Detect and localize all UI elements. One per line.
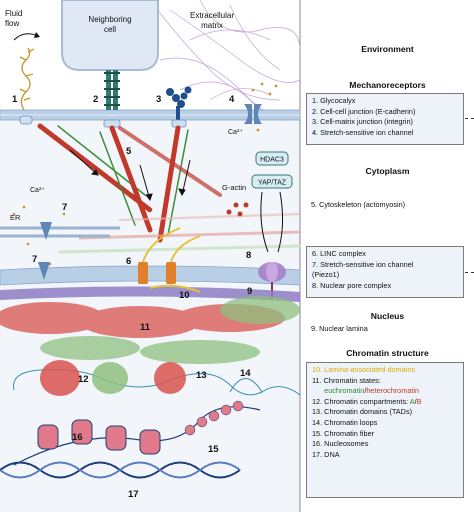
- callout-3: 3: [156, 94, 161, 105]
- chromatin-loop: [229, 378, 263, 393]
- yap-taz-label: YAP/TAZ: [258, 180, 287, 187]
- legend-item-10: 10. Lamina-associated domains: [312, 365, 416, 374]
- compartment-b: B: [416, 396, 422, 406]
- calcium-label-left: Ca²⁺: [30, 187, 45, 194]
- callout-2: 2: [93, 94, 98, 105]
- chromatin-compartment-a: [92, 362, 128, 394]
- callout-13: 13: [196, 370, 207, 381]
- nuclear-lamina: [0, 286, 300, 302]
- neighboring-cell-label-1: Neighboring: [88, 15, 131, 24]
- legend-item-5: 5. Cytoskeleton (actomyosin): [311, 200, 406, 209]
- callout-5: 5: [126, 146, 132, 157]
- callout-7-nuclear: 7: [32, 254, 37, 265]
- legend-item-15: 15. Chromatin fiber: [312, 428, 375, 438]
- states-separator: /: [364, 386, 367, 396]
- callout-4: 4: [229, 94, 235, 105]
- euchromatin: [40, 296, 300, 364]
- legend-item-7: 7. Stretch-sensitive ion channel: [312, 259, 414, 269]
- neighboring-cell-label-2: cell: [104, 25, 116, 34]
- callout-12: 12: [78, 374, 89, 385]
- callout-9: 9: [247, 286, 252, 297]
- callout-11: 11: [140, 322, 151, 333]
- mechanoreceptors-box: 1. Glycocalyx 2. Cell-cell junction (E-c…: [306, 93, 464, 145]
- callout-15: 15: [208, 444, 219, 455]
- legend-item-16: 16. Nucleosomes: [312, 439, 369, 449]
- callout-8: 8: [246, 250, 251, 261]
- callout-1: 1: [12, 94, 18, 105]
- section-chromatin-structure: Chromatin structure: [346, 348, 429, 358]
- callout-16: 16: [72, 432, 83, 443]
- legend-item-4: 4. Stretch-sensitive ion channel: [312, 127, 414, 137]
- extracellular-matrix-label-1: Extracellular: [190, 11, 234, 20]
- yap-taz-box: [251, 174, 293, 189]
- legend-panel: Environment Mechanoreceptors 1. Glycocal…: [301, 0, 474, 512]
- legend-item-1: 1. Glycocalyx: [312, 96, 356, 105]
- callout-14: 14: [240, 368, 251, 379]
- extracellular-matrix-label-2: matrix: [201, 21, 223, 30]
- nuclear-import-arrow: [260, 191, 269, 253]
- dna-double-helix: [0, 461, 241, 479]
- hdac3-label: HDAC3: [260, 157, 284, 164]
- compartments-separator: /: [414, 396, 417, 406]
- glycocalyx-anchor: [19, 115, 33, 125]
- nuclear-envelope-level-marker: [465, 272, 474, 273]
- callout-10: 10: [179, 290, 190, 301]
- e-cadherin-junction: [103, 70, 121, 128]
- hdac3-box: [255, 151, 289, 166]
- legend-item-7-cont: (Piezo1): [312, 270, 340, 280]
- legend-item-8: 8. Nuclear pore complex: [312, 280, 392, 290]
- compartments-label: 12. Chromatin compartments:: [312, 396, 410, 406]
- fluid-flow-arrowhead: [34, 32, 40, 38]
- stretch-ion-channel-membrane: [244, 82, 278, 132]
- section-mechanoreceptors: Mechanoreceptors: [349, 80, 426, 90]
- endoplasmic-reticulum: [0, 226, 120, 238]
- fluid-flow-label-2: flow: [5, 19, 19, 28]
- g-actin-monomers: [226, 202, 249, 217]
- compartment-a: A: [409, 396, 415, 406]
- legend-item-17: 17. DNA: [312, 449, 340, 459]
- section-cytoplasm: Cytoplasm: [365, 166, 410, 176]
- nuclear-export-arrow: [277, 191, 284, 253]
- legend-item-11: 11. Chromatin states:: [312, 375, 381, 385]
- nuclear-envelope-box: 6. LINC complex 7. Stretch-sensitive ion…: [306, 246, 464, 298]
- legend-item-12: 12. Chromatin compartments: A/B: [312, 397, 458, 408]
- nuclear-channel-piezo1: [38, 262, 50, 280]
- calcium-ions: [12, 205, 66, 266]
- cytoskeleton-arrows: [69, 149, 191, 202]
- heterochromatin-term: heterochromatin: [366, 386, 420, 396]
- chromatin-compartment-b: [40, 360, 186, 396]
- callout-6: 6: [126, 256, 131, 267]
- legend-item-11-values: euchromatin/heterochromatin: [312, 386, 458, 397]
- fluid-flow-label-1: Fluid: [5, 9, 22, 18]
- section-nucleus: Nucleus: [370, 311, 405, 321]
- lamina-associated-domains: [149, 284, 201, 293]
- euchromatin-term: euchromatin: [324, 386, 365, 396]
- calcium-label-top: Ca²⁺: [228, 129, 243, 136]
- nucleosomes: [37, 419, 161, 455]
- chromatin-box: 10. Lamina-associated domains 11. Chroma…: [306, 362, 464, 498]
- legend-item-14: 14. Chromatin loops: [312, 417, 378, 427]
- section-environment: Environment: [361, 44, 414, 54]
- callout-7-er: 7: [62, 202, 67, 213]
- legend-item-13: 13. Chromatin domains (TADs): [312, 407, 413, 417]
- legend-item-6: 6. LINC complex: [312, 249, 366, 258]
- er-channel: [40, 222, 52, 240]
- legend-item-9: 9. Nuclear lamina: [311, 324, 368, 333]
- er-label: ER: [10, 213, 21, 222]
- glycocalyx: [19, 47, 35, 111]
- membrane-level-marker: [465, 118, 474, 119]
- legend-item-2: 2. Cell-cell junction (E-cadherin): [312, 106, 416, 116]
- neighboring-cell: [61, 0, 159, 71]
- legend-item-3: 3. Cell-matrix junction (integrin): [312, 117, 413, 127]
- callout-17: 17: [128, 489, 139, 500]
- chromatin-fiber-coil: [184, 400, 244, 436]
- g-actin-label: G-actin: [222, 183, 246, 192]
- linc-complex: [138, 227, 201, 284]
- nuclear-envelope: [0, 265, 301, 286]
